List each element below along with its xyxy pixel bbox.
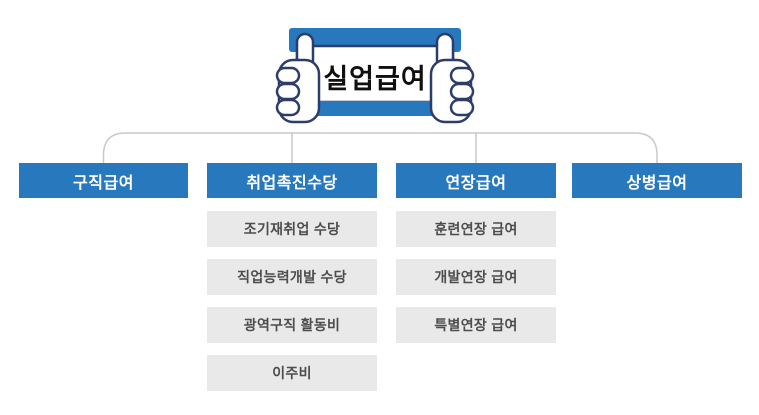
sub-item-early-reemployment-allowance: 조기재취업 수당 [207,211,377,247]
sub-item-relocation-expense: 이주비 [207,355,377,391]
left-hand [275,32,321,124]
hands-holding-banner-icon [275,28,475,124]
sub-item-wide-area-job-seeking-expense: 광역구직 활동비 [207,307,377,343]
right-hand [429,32,475,124]
header-extended-benefit: 연장급여 [396,163,556,198]
sub-item-development-extended-benefit: 개발연장 급여 [396,259,556,295]
sub-item-training-extended-benefit: 훈련연장 급여 [396,211,556,247]
banner-title: 실업급여 [323,63,427,94]
sub-item-vocational-ability-development: 직업능력개발 수당 [207,259,377,295]
sub-item-special-extended-benefit: 특별연장 급여 [396,307,556,343]
header-job-seeking-benefit: 구직급여 [19,163,188,198]
header-employment-promotion-allowance: 취업촉진수당 [207,163,377,198]
header-sickness-benefit: 상병급여 [572,163,742,198]
